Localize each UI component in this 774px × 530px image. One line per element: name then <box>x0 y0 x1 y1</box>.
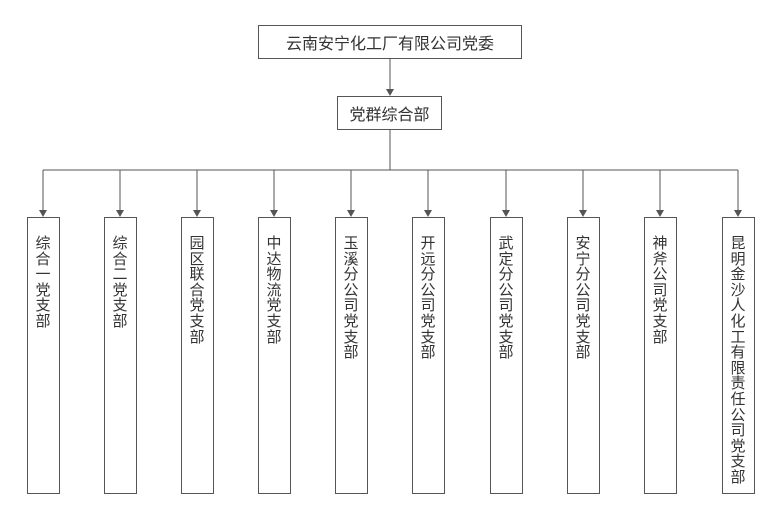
branch-node: 武定分公司党支部 <box>489 217 523 494</box>
branch-node-label: 综合一党支部 <box>35 234 51 330</box>
branch-node-label: 综合二党支部 <box>112 234 128 330</box>
branch-node-label: 园区联合党支部 <box>189 234 205 346</box>
arrow-to-branch-10 <box>734 210 742 217</box>
arrow-to-branch-2 <box>116 210 124 217</box>
branch-node: 安宁分公司党支部 <box>566 217 600 494</box>
arrow-to-branch-6 <box>424 210 432 217</box>
arrow-to-branch-5 <box>347 210 355 217</box>
branch-node: 中达物流党支部 <box>257 217 291 494</box>
branch-node-label: 昆明金沙人化工有限责任公司党支部 <box>730 234 746 486</box>
branch-node: 开远分公司党支部 <box>411 217 445 494</box>
branch-node-label: 武定分公司党支部 <box>498 234 514 362</box>
branch-node: 综合二党支部 <box>103 217 137 494</box>
root-node: 云南安宁化工厂有限公司党委 <box>258 25 522 59</box>
middle-node-label: 党群综合部 <box>349 105 430 124</box>
arrow-to-branch-7 <box>502 210 510 217</box>
arrow-to-branch-3 <box>193 210 201 217</box>
root-node-label: 云南安宁化工厂有限公司党委 <box>285 34 494 53</box>
arrow-to-branch-9 <box>656 210 664 217</box>
branch-node: 昆明金沙人化工有限责任公司党支部 <box>721 217 755 494</box>
branch-node-label: 神斧公司党支部 <box>652 234 668 346</box>
branch-node-label: 玉溪分公司党支部 <box>343 234 359 362</box>
branch-node: 玉溪分公司党支部 <box>334 217 368 494</box>
arrow-to-branch-1 <box>39 210 47 217</box>
middle-node: 党群综合部 <box>337 96 442 130</box>
branch-node: 园区联合党支部 <box>180 217 214 494</box>
branch-node-label: 开远分公司党支部 <box>420 234 436 362</box>
branch-node: 综合一党支部 <box>26 217 60 494</box>
branch-node: 神斧公司党支部 <box>643 217 677 494</box>
branch-node-label: 中达物流党支部 <box>266 234 282 346</box>
arrow-to-branch-4 <box>270 210 278 217</box>
arrow-to-branch-8 <box>579 210 587 217</box>
branch-node-label: 安宁分公司党支部 <box>575 234 591 362</box>
arrow-to-middle <box>386 89 394 96</box>
